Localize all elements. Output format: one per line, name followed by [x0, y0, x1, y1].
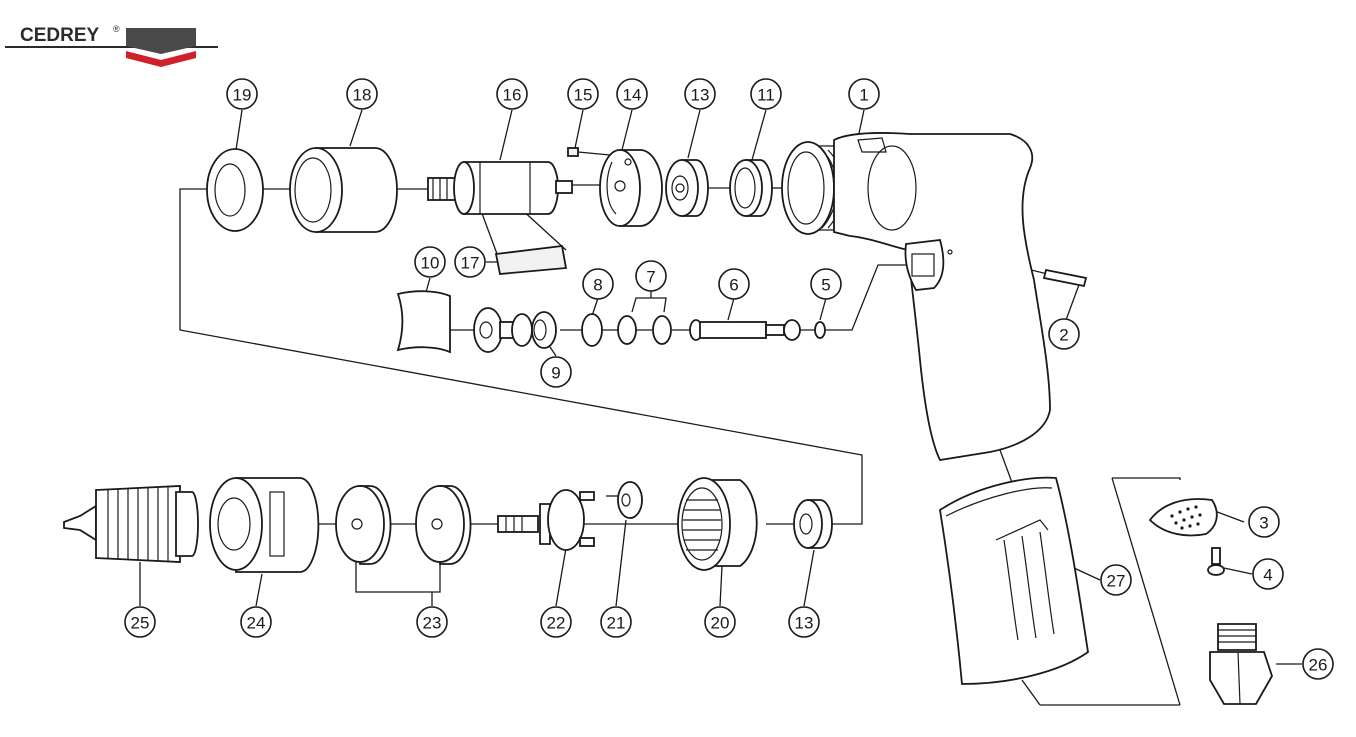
part-22-carrier	[497, 489, 595, 551]
part-5-ring	[814, 321, 826, 339]
part-21-gear	[617, 481, 643, 519]
svg-text:19: 19	[233, 86, 252, 105]
svg-text:14: 14	[623, 86, 642, 105]
callout-13-upper: 13	[684, 78, 716, 110]
callout-6: 6	[718, 268, 750, 300]
callout-14: 14	[616, 78, 648, 110]
svg-text:18: 18	[353, 86, 372, 105]
callout-17: 17	[454, 246, 486, 278]
svg-text:25: 25	[131, 614, 150, 633]
callout-8: 8	[582, 268, 614, 300]
part-20-ring-gear	[677, 477, 758, 571]
part-23-gears	[335, 485, 472, 565]
part-14-end-plate	[599, 149, 663, 227]
logo-chevron-dark	[126, 28, 196, 54]
callout-16: 16	[496, 78, 528, 110]
callout-13-lower: 13	[788, 606, 820, 638]
callout-20: 20	[704, 606, 736, 638]
svg-text:13: 13	[691, 86, 710, 105]
callout-19: 19	[226, 78, 258, 110]
part-17-vane	[494, 245, 568, 275]
part-16-rotor	[427, 161, 573, 215]
part-26-air-inlet	[1209, 623, 1273, 705]
part-18-cylinder	[289, 147, 398, 233]
svg-text:6: 6	[729, 276, 738, 295]
part-4-screw	[1207, 547, 1225, 576]
callout-22: 22	[540, 606, 572, 638]
part-10-valve-sleeve	[396, 290, 451, 354]
callout-3: 3	[1248, 506, 1280, 538]
part-25-chuck	[63, 485, 199, 563]
callout-26: 26	[1302, 648, 1334, 680]
svg-text:23: 23	[423, 614, 442, 633]
part-7-o-rings	[617, 315, 672, 345]
svg-text:8: 8	[593, 276, 602, 295]
part-11-ring	[729, 159, 773, 217]
svg-text:15: 15	[574, 86, 593, 105]
callout-23: 23	[416, 606, 448, 638]
svg-text:17: 17	[461, 254, 480, 273]
callout-1: 1	[848, 78, 880, 110]
callout-10: 10	[414, 246, 446, 278]
svg-text:2: 2	[1059, 326, 1068, 345]
part-13-bearing-upper	[665, 159, 709, 217]
brand-name: CEDREY	[20, 25, 100, 46]
part-3-exhaust-plate	[1148, 498, 1218, 537]
svg-text:26: 26	[1309, 656, 1328, 675]
callout-21: 21	[600, 606, 632, 638]
part-1-housing	[781, 131, 1051, 461]
callout-24: 24	[240, 606, 272, 638]
callout-25: 25	[124, 606, 156, 638]
callout-18: 18	[346, 78, 378, 110]
callout-27: 27	[1100, 564, 1132, 596]
callout-5: 5	[810, 268, 842, 300]
callout-9: 9	[540, 356, 572, 388]
part-9-valve	[473, 307, 557, 353]
svg-text:7: 7	[646, 268, 655, 287]
callout-11: 11	[750, 78, 782, 110]
svg-text:21: 21	[607, 614, 626, 633]
parts	[63, 131, 1273, 705]
callout-15: 15	[567, 78, 599, 110]
callout-7: 7	[635, 260, 667, 292]
svg-text:1: 1	[859, 86, 868, 105]
part-19-ring	[206, 148, 264, 232]
part-24-housing-front	[209, 477, 320, 573]
svg-text:10: 10	[421, 254, 440, 273]
svg-text:16: 16	[503, 86, 522, 105]
logo-chevron-red	[126, 51, 196, 67]
brand-registered-mark: ®	[113, 24, 120, 34]
part-2-pin	[1042, 268, 1088, 288]
part-15-pin	[567, 147, 579, 157]
part-6-shaft	[689, 319, 801, 341]
svg-text:24: 24	[247, 614, 266, 633]
callout-4: 4	[1252, 558, 1284, 590]
svg-text:22: 22	[547, 614, 566, 633]
svg-text:20: 20	[711, 614, 730, 633]
part-27-grip	[939, 476, 1089, 685]
svg-text:9: 9	[551, 364, 560, 383]
svg-text:4: 4	[1263, 566, 1272, 585]
part-13-bearing-lower	[793, 499, 833, 549]
svg-text:11: 11	[757, 86, 775, 105]
svg-text:13: 13	[795, 614, 814, 633]
svg-text:3: 3	[1259, 514, 1268, 533]
callout-2: 2	[1048, 318, 1080, 350]
brand-logo: CEDREY ®	[5, 24, 218, 67]
svg-text:27: 27	[1107, 572, 1126, 591]
svg-text:5: 5	[821, 276, 830, 295]
part-8-o-ring	[581, 313, 603, 347]
